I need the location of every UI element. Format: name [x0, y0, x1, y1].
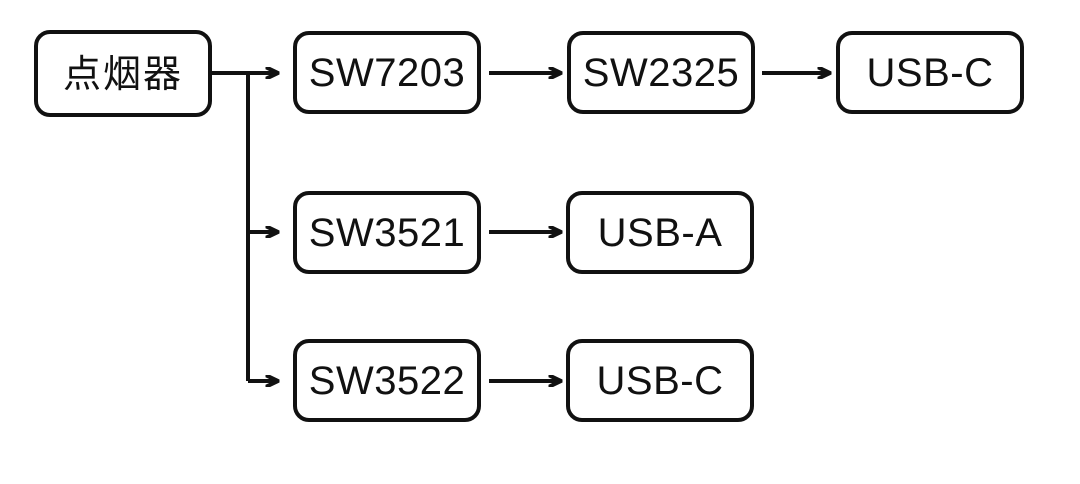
node-label: USB-A — [597, 210, 723, 255]
node-source[interactable]: 点烟器 — [34, 30, 212, 117]
connector-trunk — [212, 71, 250, 381]
node-sw3521[interactable]: SW3521 — [293, 191, 481, 274]
node-label: USB-C — [866, 50, 994, 95]
node-label: SW3521 — [308, 210, 466, 255]
node-usbc-bottom[interactable]: USB-C — [566, 339, 754, 422]
node-label: SW7203 — [308, 50, 466, 95]
node-usba[interactable]: USB-A — [566, 191, 754, 274]
node-label: USB-C — [596, 358, 724, 403]
node-sw2325[interactable]: SW2325 — [567, 31, 755, 114]
node-usbc-top[interactable]: USB-C — [836, 31, 1024, 114]
node-sw3522[interactable]: SW3522 — [293, 339, 481, 422]
node-label: SW3522 — [308, 358, 466, 403]
node-label: 点烟器 — [62, 51, 183, 96]
node-sw7203[interactable]: SW7203 — [293, 31, 481, 114]
node-label: SW2325 — [582, 50, 740, 95]
